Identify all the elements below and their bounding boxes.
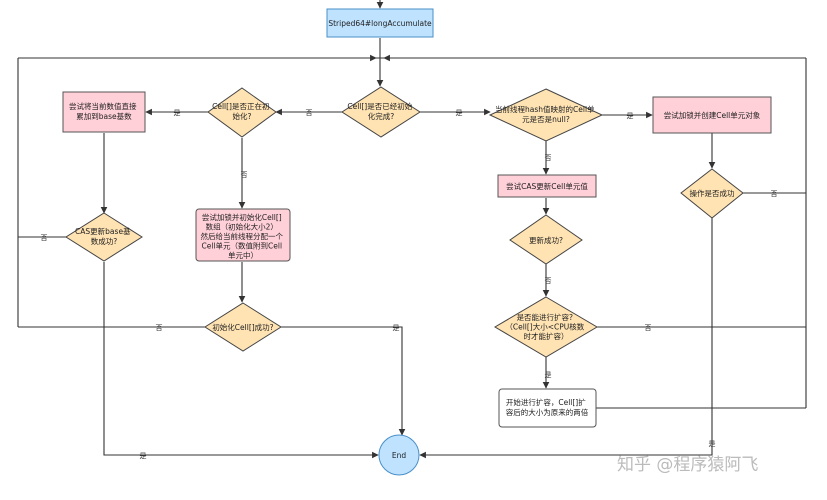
- label-init-ok-no: 否: [156, 324, 163, 332]
- label-op-yes: 是: [709, 440, 716, 448]
- watermark: 知乎 @程序猿阿飞: [617, 455, 758, 475]
- node-cas-base-box: [62, 91, 146, 133]
- node-cas-base-ok: CAS更新base基 数成功?: [75, 226, 133, 246]
- node-lock-init-box: [195, 208, 291, 262]
- node-update-ok: 更新成功?: [529, 235, 563, 245]
- node-op-ok-shape: [680, 168, 744, 219]
- node-end-shape: [378, 434, 420, 476]
- node-cas-base-ok-shape: [65, 212, 143, 262]
- label-op-no: 否: [771, 190, 778, 198]
- edge-labels: 否 是 是 否 否 是 否 是 是 否 否 否 是 否 是: [41, 109, 778, 460]
- label-update-no: 否: [545, 277, 552, 285]
- node-lock-create-box: [652, 96, 772, 134]
- label-init-yes: 是: [456, 109, 463, 117]
- label-initializing-no: 否: [241, 171, 248, 179]
- label-expand-yes: 是: [545, 371, 552, 379]
- node-hash-null-shape: [488, 88, 604, 142]
- node-update-ok-shape: [509, 214, 583, 265]
- node-end: End: [392, 451, 406, 460]
- edges: [17, 0, 807, 459]
- edge-cas-base-yes: [103, 262, 379, 459]
- node-cas-cell: 尝试CAS更新Cell单元值: [506, 181, 588, 191]
- label-expand-no: 否: [645, 324, 652, 332]
- node-op-ok: 操作是否成功: [690, 188, 735, 198]
- label-initializing-yes: 是: [174, 109, 181, 117]
- label-hash-yes: 是: [627, 112, 634, 120]
- node-hash-null: 当前线程hash值映射的Cell单 元是否是null?: [495, 104, 597, 124]
- node-start-box: [326, 8, 434, 38]
- node-cells-init-shape: [341, 86, 421, 138]
- node-cells-init: Cell[]是否已经初始 化完成?: [347, 101, 414, 121]
- node-cas-cell-box: [497, 174, 597, 198]
- node-expand: 开始进行扩容，Cell[]扩 容后的大小为原来的两倍: [506, 397, 589, 417]
- node-can-expand-shape: [494, 296, 598, 358]
- edge-init-ok-yes: [280, 326, 406, 436]
- node-lock-init: 尝试加锁并初始化Cell[] 数组（初始化大小2） 然后给当前线程分配一个 Ce…: [201, 212, 286, 260]
- label-hash-no: 否: [545, 154, 552, 162]
- node-can-expand: 是否能进行扩容? （Cell[]大小<CPU核数 时才能扩容）: [505, 312, 586, 341]
- label-init-ok-yes: 是: [393, 324, 400, 332]
- label-init-no: 否: [306, 109, 313, 117]
- node-expand-box: [498, 388, 597, 428]
- node-lock-create: 尝试加锁并创建Cell单元对象: [664, 110, 761, 120]
- node-initializing-shape: [207, 87, 277, 138]
- label-cas-base-no: 否: [41, 234, 48, 242]
- node-cas-base: 尝试将当前数值直接 累加到base基数: [69, 101, 139, 121]
- node-init-ok-shape: [204, 302, 282, 352]
- node-start: Striped64#longAccumulate: [328, 19, 432, 28]
- node-initializing: Cell[]是否正在初 始化?: [212, 101, 272, 121]
- edge-op-yes: [419, 218, 713, 459]
- node-init-ok: 初始化Cell[]成功?: [212, 322, 273, 332]
- label-cas-base-yes: 是: [140, 452, 147, 460]
- nodes: Striped64#longAccumulate Cell[]是否已经初始 化完…: [62, 8, 772, 476]
